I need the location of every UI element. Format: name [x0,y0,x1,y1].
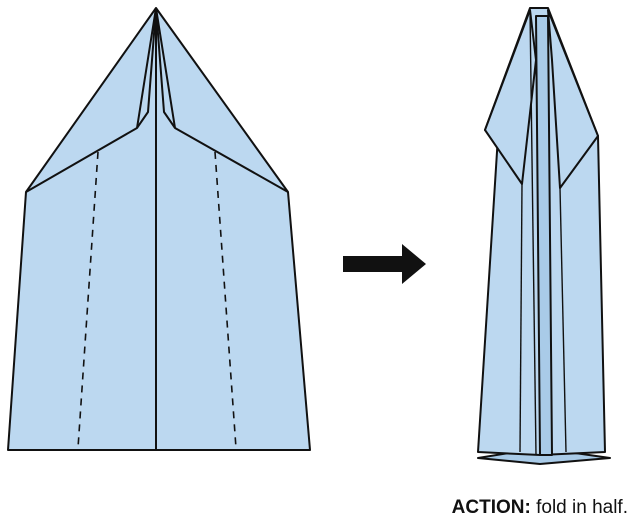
open-plane-inner-right-edge [155,7,176,129]
folded-plane-keel [535,15,553,456]
folded-plane-right-flap [547,9,599,189]
right-arrow-icon [343,244,426,284]
action-caption: ACTION: fold in half. [452,497,628,519]
right-arrow-shape [343,244,426,284]
paper-plane-folded-icon [477,7,611,465]
paper-plane-open-icon [7,7,311,451]
action-text: fold in half. [536,497,628,518]
open-plane-left-fold-line [77,151,99,449]
folded-plane-layer-line-3 [529,9,537,456]
folded-plane-layer-line-2 [559,187,567,453]
open-plane-right-fold-line [214,151,237,449]
open-plane-inner-left-edge [136,7,157,129]
open-plane-body [7,7,311,451]
action-label: ACTION: [451,497,531,518]
folded-plane-layer-line-1 [519,183,523,453]
